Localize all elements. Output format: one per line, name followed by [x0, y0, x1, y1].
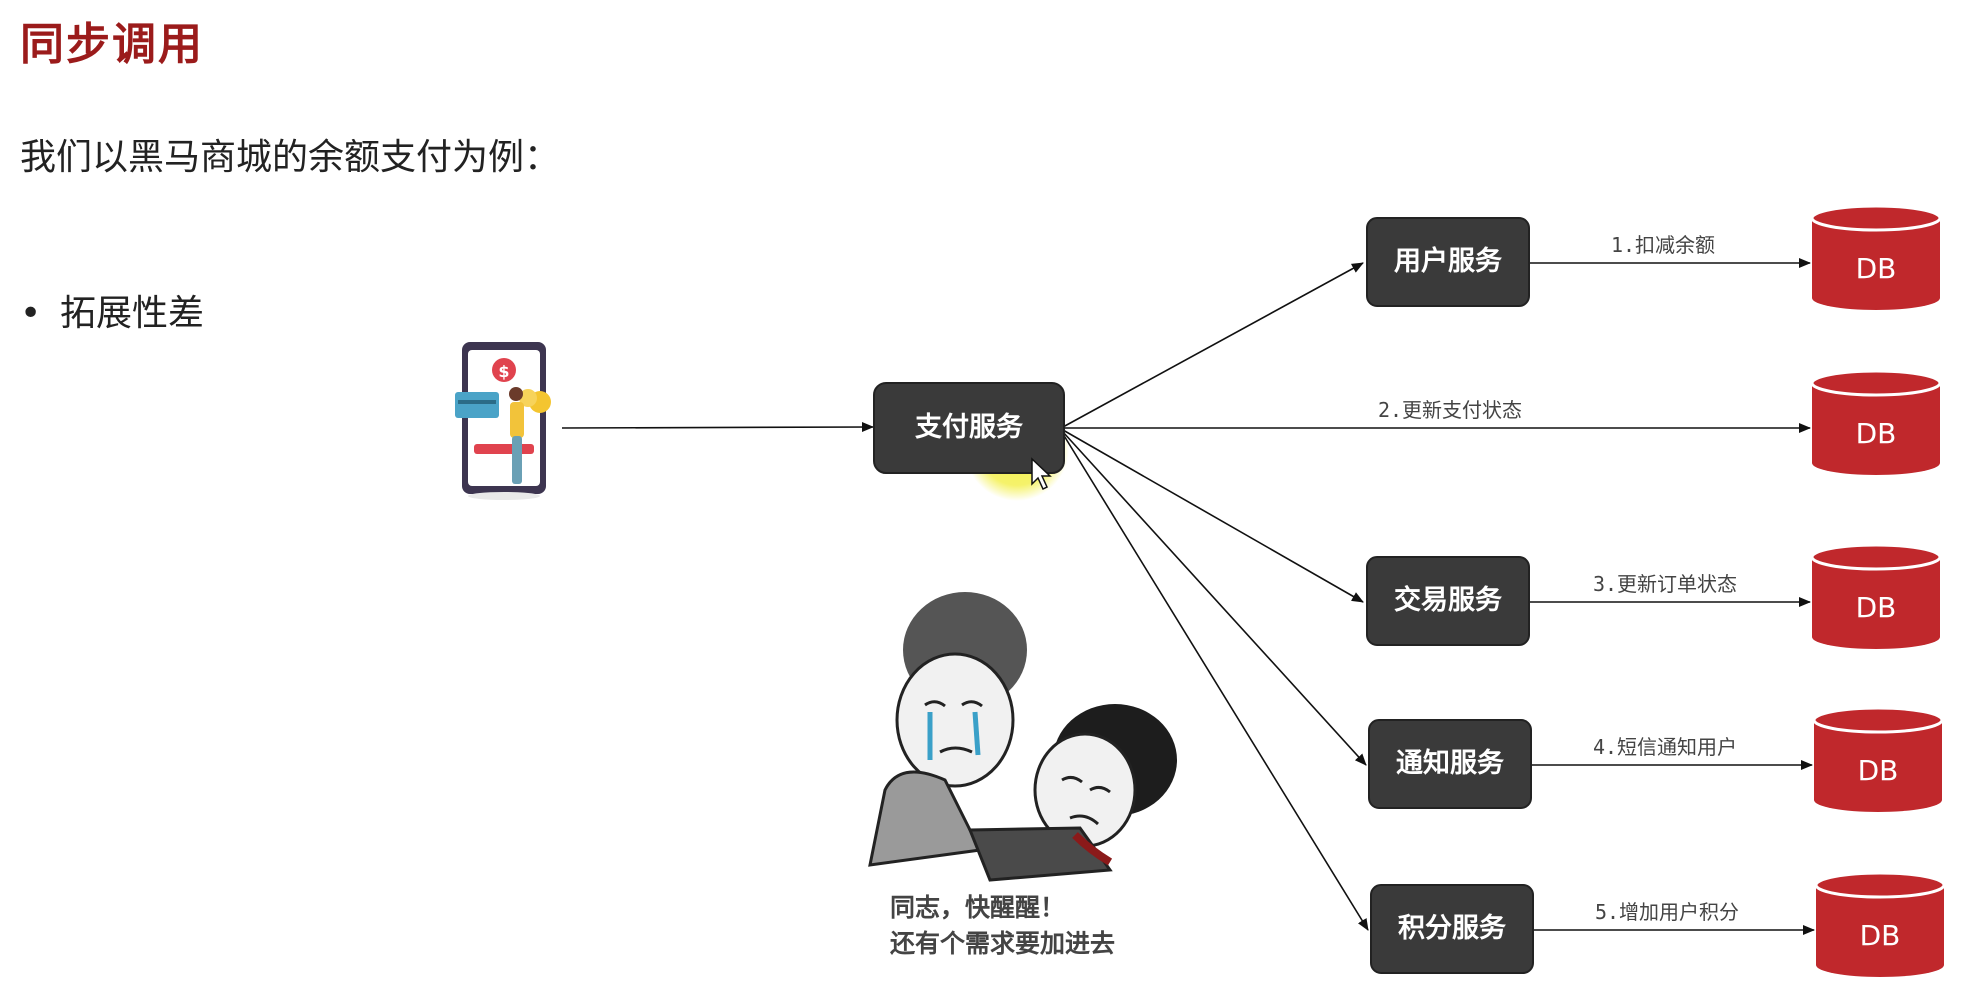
arrow-pay-to-trade	[1062, 429, 1364, 603]
meme-caption-line2: 还有个需求要加进去	[890, 929, 1116, 958]
meme-illustration	[868, 592, 1177, 882]
edge-label-5: 5.增加用户积分	[1595, 900, 1739, 924]
payment-service-node: 支付服务	[873, 382, 1065, 474]
edge-label-1: 1.扣减余额	[1611, 233, 1715, 257]
meme-caption: 同志，快醒醒！ 还有个需求要加进去	[890, 890, 1115, 962]
svg-text:交易服务: 交易服务	[1394, 584, 1502, 616]
svg-text:DB: DB	[1860, 919, 1901, 952]
edge-label-2: 2.更新支付状态	[1378, 398, 1522, 422]
phone-payment-icon: $	[455, 342, 551, 500]
database-icon: DB	[1810, 543, 1942, 649]
arrow-pay-to-notify	[1062, 431, 1367, 766]
bullet-dot: •	[20, 293, 42, 334]
bullet-item: • 拓展性差	[20, 284, 204, 336]
svg-text:用户服务: 用户服务	[1394, 245, 1502, 277]
database-icon: DB	[1810, 369, 1942, 475]
database-icon: DB	[1810, 204, 1942, 310]
database-icon: DB	[1814, 871, 1946, 977]
svg-text:积分服务: 积分服务	[1398, 913, 1506, 944]
points-service-node: 积分服务	[1370, 884, 1534, 974]
payment-service-label: 支付服务	[915, 412, 1023, 443]
database-icon: DB	[1812, 706, 1944, 812]
svg-text:$: $	[498, 362, 509, 381]
svg-text:通知服务: 通知服务	[1396, 748, 1504, 779]
svg-text:DB: DB	[1856, 417, 1897, 450]
cursor-icon	[1031, 457, 1052, 491]
svg-text:DB: DB	[1856, 252, 1897, 285]
svg-text:DB: DB	[1858, 754, 1899, 787]
trade-service-node: 交易服务	[1366, 556, 1530, 646]
user-service-node: 用户服务	[1366, 217, 1530, 307]
edge-label-4: 4.短信通知用户	[1593, 735, 1737, 759]
arrows	[561, 258, 1815, 935]
intro-text: 我们以黑马商城的余额支付为例：	[20, 137, 561, 178]
arrow-phone-to-pay	[561, 422, 874, 433]
notify-service-node: 通知服务	[1368, 719, 1532, 809]
edge-label-3: 3.更新订单状态	[1593, 572, 1737, 596]
arrow-pay-to-points	[1062, 433, 1369, 931]
arrow-pay-to-user	[1062, 262, 1364, 428]
meme-caption-line1: 同志，快醒醒！	[890, 893, 1066, 922]
svg-text:DB: DB	[1856, 591, 1897, 624]
page-title: 同步调用	[20, 19, 204, 70]
bullet-text: 拓展性差	[60, 293, 205, 334]
